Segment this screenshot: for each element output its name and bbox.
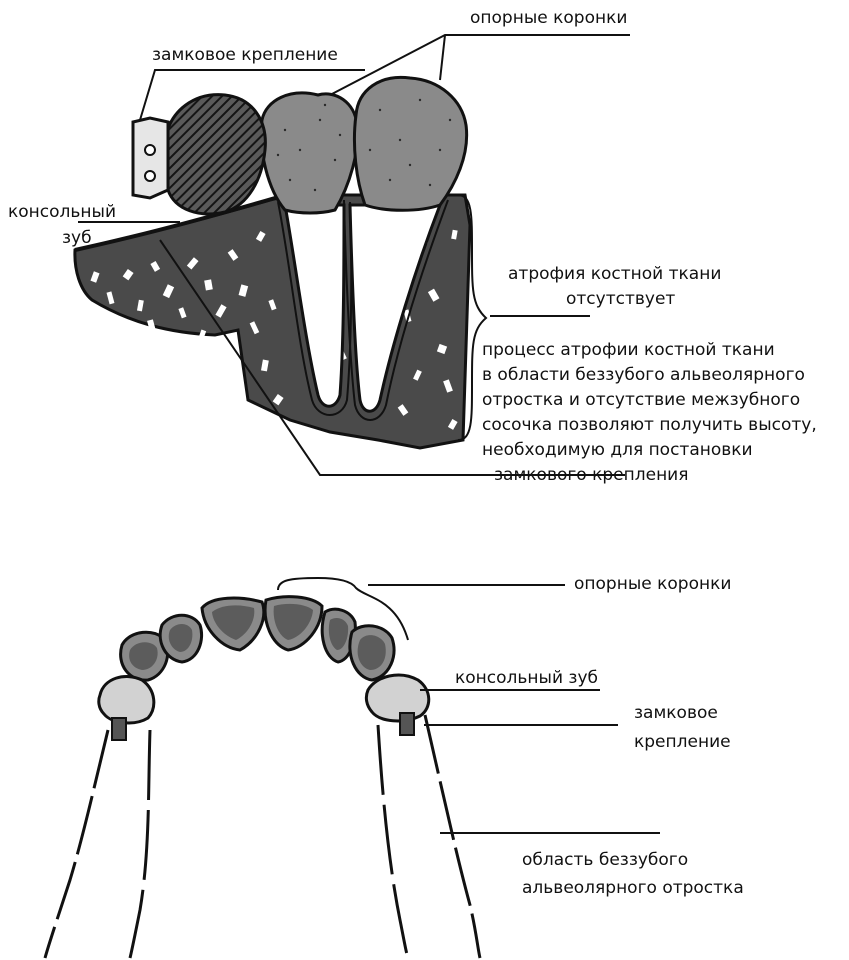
right-ridge-inner [378, 725, 408, 958]
cantilever-tooth-left [99, 676, 154, 722]
lock-attachment-right [400, 713, 414, 735]
occlusal-arch-diagram [45, 578, 660, 958]
lock-attachment [133, 118, 168, 198]
abutment-crown-1 [261, 93, 357, 213]
left-ridge-outline [45, 730, 108, 958]
left-ridge-inner [130, 730, 150, 958]
label-lock-attachment-top: замковое крепление [152, 43, 338, 68]
label-cantilever-line2: зуб [62, 226, 92, 251]
label-abutment-crowns-bottom: опорные коронки [574, 572, 731, 597]
lock-attachment-hole-1 [145, 145, 155, 155]
label-edentulous-line1: область беззубого [522, 848, 688, 873]
abutment-crown-2 [354, 77, 466, 210]
explanation-line: отростка и отсутствие межзубного [482, 388, 817, 413]
explanation-text: процесс атрофии костной ткани в области … [482, 338, 817, 488]
label-cantilever-line1: консольный [8, 200, 116, 225]
label-lock-bottom-line1: замковое [634, 701, 718, 726]
right-ridge-outline [425, 715, 480, 958]
lock-attachment-left [112, 718, 126, 740]
label-cantilever-tooth-bottom: консольный зуб [455, 666, 598, 691]
explanation-line: замкового крепления [494, 463, 829, 488]
label-edentulous-line2: альвеолярного отростка [522, 876, 744, 901]
cantilever-tooth-right [366, 675, 428, 721]
label-no-atrophy-line1: атрофия костной ткани [508, 262, 721, 287]
label-abutment-crowns-top: опорные коронки [470, 6, 627, 31]
lock-attachment-hole-2 [145, 171, 155, 181]
explanation-line: необходимую для постановки [482, 438, 817, 463]
cantilever-tooth [163, 95, 265, 214]
label-no-atrophy-line2: отсутствует [566, 287, 675, 312]
explanation-line: в области беззубого альвеолярного [482, 363, 817, 388]
label-lock-bottom-line2: крепление [634, 730, 731, 755]
explanation-line: сосочка позволяют получить высоту, [482, 413, 817, 438]
abutment-crowns-arch [121, 597, 394, 681]
explanation-line: процесс атрофии костной ткани [482, 338, 817, 363]
